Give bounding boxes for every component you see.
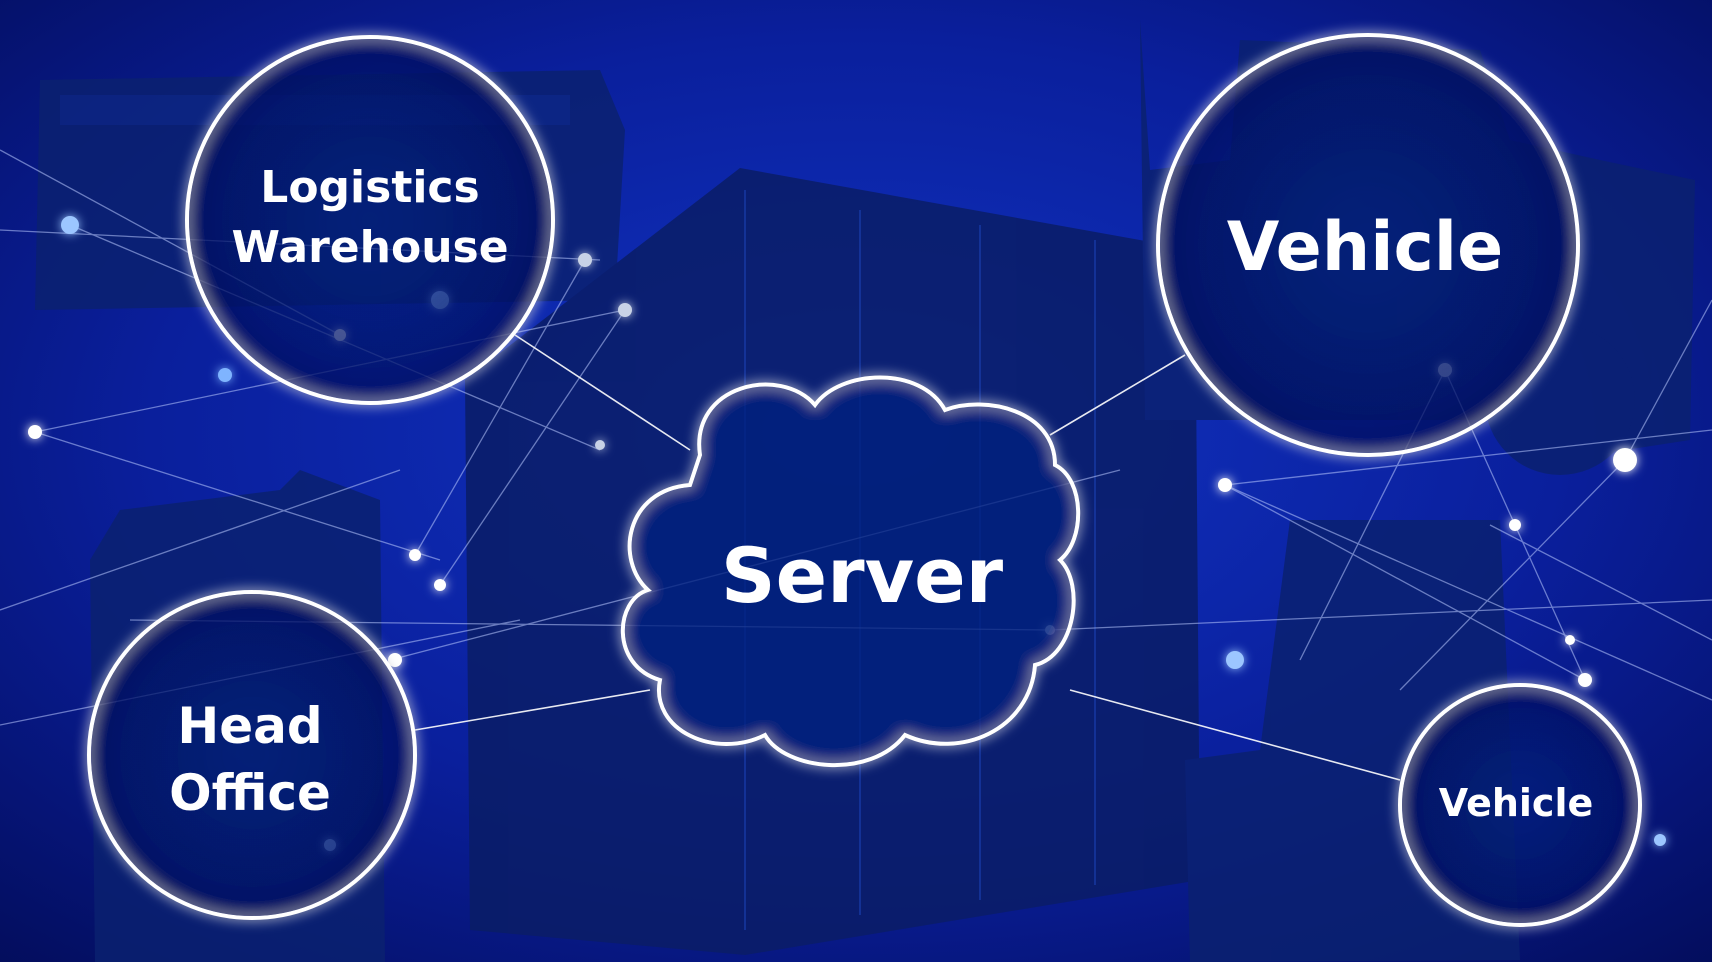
vehicle-large-ring [1156,33,1580,457]
connector-warehouse-server [514,334,691,451]
connector-office-server [414,689,651,731]
connector-vehicle-small-server [1069,689,1401,781]
server-node: Server [620,375,1081,767]
head-office-label-line2: Office [169,764,331,822]
network-mesh [0,149,1712,726]
head-office-label-line1: Head [177,697,322,755]
node-head-office: Head Office [87,590,417,920]
node-logistics-warehouse: Logistics Warehouse [185,35,555,405]
warehouse-label-line2: Warehouse [231,222,508,273]
node-vehicle-small: Vehicle [1398,683,1642,927]
warehouse-label-line1: Logistics [260,162,479,213]
vehicle-small-ring [1398,683,1642,927]
cloud-shape [620,375,1081,767]
warehouse-ring [185,35,555,405]
vehicle-large-label: Vehicle [1227,208,1503,287]
head-office-ring [87,590,417,920]
node-vehicle-large: Vehicle [1156,33,1580,457]
connection-lines [414,334,1401,781]
connector-vehicle-large-server [1049,354,1186,436]
vehicle-small-label: Vehicle [1439,781,1594,825]
server-label: Server [721,531,1004,620]
